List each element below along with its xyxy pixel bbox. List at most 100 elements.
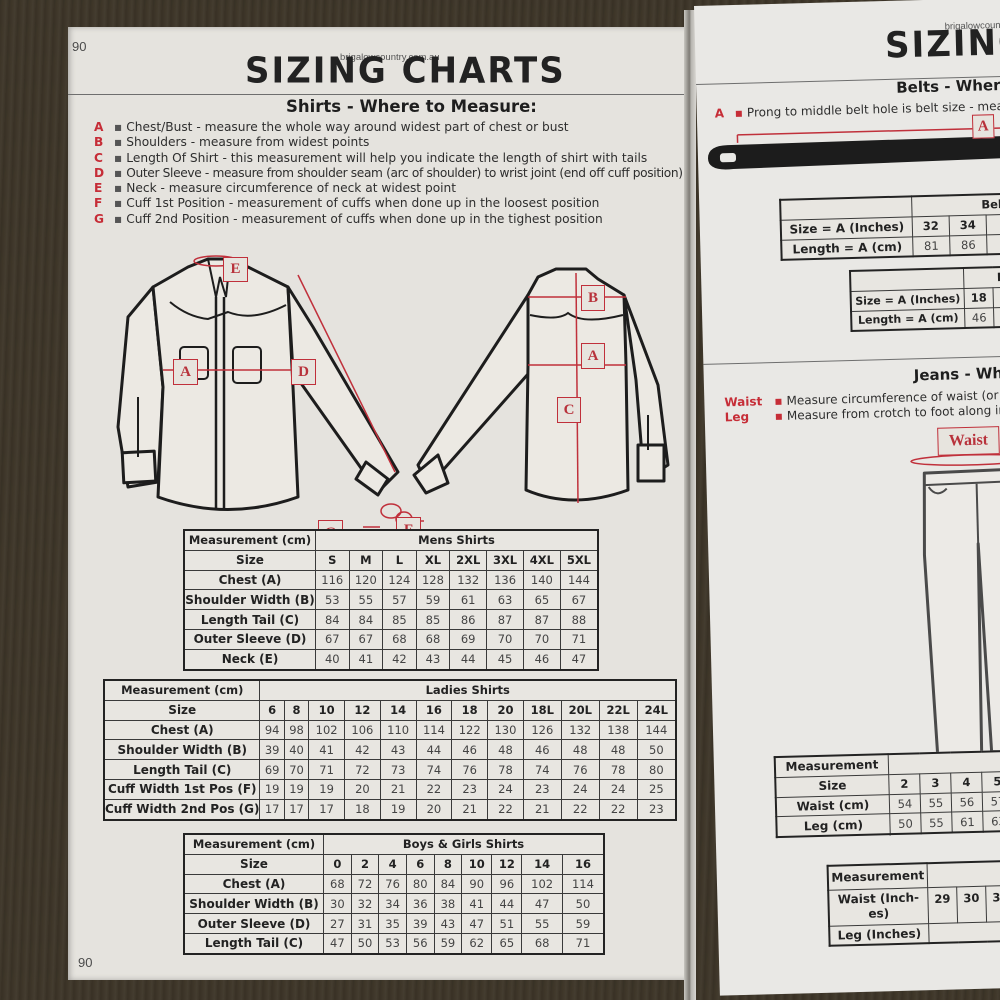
cell: 44 <box>449 648 488 671</box>
cell: 47 <box>559 648 599 671</box>
cell: 21 <box>522 798 562 821</box>
cell: 45 <box>486 648 524 671</box>
cell: 51 <box>491 913 523 934</box>
table-title: Boys & Girls Shirts <box>323 833 605 855</box>
table-title: Ladies Shirts <box>259 679 677 701</box>
cell: 53 <box>315 589 350 611</box>
cell: 106 <box>344 719 381 741</box>
title-cell <box>927 859 1000 888</box>
cell: 86 <box>449 609 488 630</box>
cell: 110 <box>379 719 417 741</box>
cell: 23 <box>522 778 562 800</box>
jeans-adult-table: Measurement Waist (Inch-es) 29 30 31 Leg… <box>826 858 1000 948</box>
cell: 46 <box>522 739 562 761</box>
ladies-shirts-table: Measurement (cm) Ladies Shirts Size 6 8 … <box>103 679 677 821</box>
cell: 50 <box>561 893 605 915</box>
size-header: 3 <box>919 772 952 794</box>
table-row: Shoulder Width (B) 53 55 57 59 61 63 65 … <box>183 589 599 611</box>
cell: 88 <box>559 609 599 630</box>
cell: 78 <box>487 759 524 780</box>
marker-c: C <box>557 397 581 423</box>
bullet: ▪ <box>774 408 784 424</box>
size-header: 4 <box>378 853 407 875</box>
cell: 120 <box>348 569 384 591</box>
bullet: ▪ <box>114 150 123 165</box>
cell: 17 <box>283 798 310 821</box>
corner-label: Measurement <box>827 863 928 890</box>
cell: 71 <box>559 628 599 650</box>
size-header: 12 <box>344 699 381 721</box>
table-row: Length Tail (C) 69 70 71 72 73 74 76 78 … <box>103 759 677 780</box>
size-header: 6 <box>259 699 285 721</box>
cell: 80 <box>405 873 435 895</box>
cell: 76 <box>560 759 600 780</box>
jeans-illustration <box>910 453 1000 757</box>
marker-e: E <box>223 257 248 282</box>
legend-item: C▪Length Of Shirt - this measurement wil… <box>94 151 683 166</box>
legend-letter: Waist <box>724 394 763 410</box>
table-header-row: Measurement (cm) Boys & Girls Shirts <box>183 833 605 855</box>
cell: 43 <box>415 648 451 671</box>
legend-text: Cuff 2nd Position - measurement of cuffs… <box>126 211 603 226</box>
page-number-top: 90 <box>72 39 87 54</box>
cell: 17 <box>259 798 285 821</box>
row-label: Chest (A) <box>183 873 324 895</box>
cell: 48 <box>560 739 600 761</box>
cell: 21 <box>379 778 417 800</box>
legend-item: A▪Chest/Bust - measure the whole way aro… <box>94 120 683 135</box>
size-header: XL <box>415 549 451 571</box>
cell: 94 <box>259 719 285 741</box>
cell: 68 <box>521 932 563 955</box>
legend-letter: F <box>94 196 103 211</box>
cell: 39 <box>405 913 435 934</box>
row-label: Length Tail (C) <box>183 609 316 630</box>
cell: 38 <box>433 893 463 915</box>
cell: 56 <box>405 932 435 955</box>
cell: 76 <box>451 759 489 780</box>
table-header-row: Measurement (cm) Mens Shirts <box>183 529 599 551</box>
cell: 144 <box>636 719 677 741</box>
cell: 138 <box>598 719 638 741</box>
cell: 84 <box>433 873 463 895</box>
cell: 50 <box>889 813 922 835</box>
shirt-front-illustration <box>116 255 424 528</box>
row-label: Chest (A) <box>103 719 261 741</box>
cell: 78 <box>598 759 638 780</box>
row-label: Shoulder Width (B) <box>103 739 261 761</box>
cell: 54 <box>889 793 921 815</box>
row-label: Leg (cm) <box>776 814 891 838</box>
cell: 24 <box>560 778 600 800</box>
cell: 69 <box>449 628 488 650</box>
cell: 29 <box>927 886 958 924</box>
cell: 73 <box>379 759 417 780</box>
cell: 67 <box>348 628 384 650</box>
mens-shirts-table: Measurement (cm) Mens Shirts Size S M L … <box>183 529 599 671</box>
cell: 23 <box>451 778 489 800</box>
cell: 35 <box>378 913 407 934</box>
size-header: 18 <box>451 699 489 721</box>
cell: 72 <box>344 759 381 780</box>
cell: 124 <box>382 569 417 591</box>
size-header: 5 <box>981 771 1000 792</box>
belts-girls-table: Belts G Size = A (Inches) 18 Length = A … <box>848 264 1000 333</box>
cell: 84 <box>348 609 384 630</box>
cell: 41 <box>348 648 384 671</box>
table-row: Chest (A) 68 72 76 80 84 90 96 102 114 <box>183 873 605 895</box>
cell: 50 <box>636 739 677 761</box>
cell: 68 <box>415 628 451 650</box>
cell: 70 <box>283 759 310 780</box>
cell: 39 <box>259 739 285 761</box>
cell: 20 <box>415 798 453 821</box>
table-row: Chest (A) 94 98 102 106 110 114 122 130 … <box>103 719 677 741</box>
shirt-back-illustration <box>412 267 670 504</box>
legend-letter: G <box>94 211 105 226</box>
shirts-measure-legend: A▪Chest/Bust - measure the whole way aro… <box>94 120 683 227</box>
cell: 55 <box>348 589 384 611</box>
table-row: Waist (Inch-es) 29 30 31 <box>828 883 1000 926</box>
table-row: Cuff Width 1st Pos (F) 19 19 19 20 21 22… <box>103 778 677 800</box>
row-label: Cuff Width 2nd Pos (G) <box>103 798 261 821</box>
cell: 21 <box>451 798 489 821</box>
size-header: 2 <box>350 853 380 875</box>
cell: 22 <box>560 798 600 821</box>
size-header: 18L <box>522 699 562 721</box>
